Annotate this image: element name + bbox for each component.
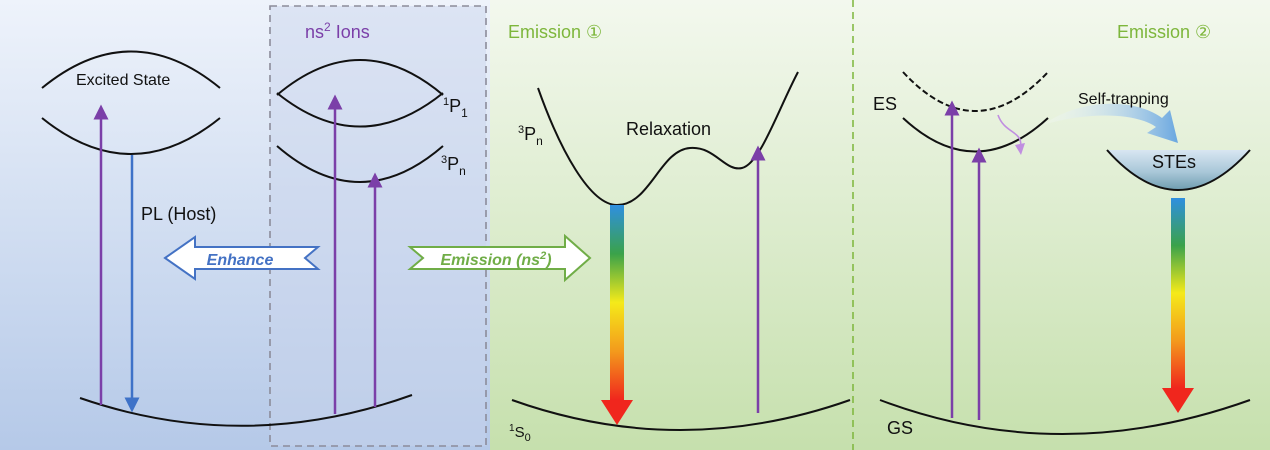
gs-label: GS — [887, 418, 913, 438]
p3-label: 3Pn — [441, 154, 466, 178]
ns2-ions-title: ns2 Ions — [305, 20, 370, 42]
ns2-ions-box-fill — [270, 6, 486, 446]
self-trapping-arrow — [1043, 103, 1178, 143]
p1-label: 1P1 — [443, 96, 468, 120]
emission1-rainbow-head — [601, 400, 633, 425]
p3-level-lower-curve — [276, 145, 444, 183]
emission2-rainbow-shaft — [1171, 198, 1185, 388]
enhance-label: Enhance — [207, 252, 274, 269]
es-upper-dashed-curve — [902, 71, 1049, 112]
emission-ns2-label: Emission (ns2) — [440, 250, 551, 269]
p1-level-lower-curve — [276, 92, 444, 128]
relaxation-label: Relaxation — [626, 119, 711, 139]
gs-ground-curve — [879, 399, 1251, 435]
emission2-rainbow-head — [1162, 388, 1194, 413]
enhance-arrow — [163, 235, 321, 281]
relaxation-wavy-arrowhead — [1015, 143, 1025, 155]
self-trapping-label: Self-trapping — [1078, 91, 1169, 108]
stes-label: STEs — [1152, 152, 1196, 172]
es-label: ES — [873, 94, 897, 114]
host-excited-curve-upper — [41, 50, 221, 89]
pl-host-label: PL (Host) — [141, 204, 216, 224]
emission1-title: Emission ① — [508, 22, 602, 42]
ste-well-curve — [1106, 149, 1251, 191]
emission2-title: Emission ② — [1117, 22, 1211, 42]
host-ground-curve — [79, 394, 413, 427]
excited-state-label: Excited State — [76, 72, 170, 89]
emission1-rainbow-shaft — [610, 205, 624, 400]
ns2-ions-box — [269, 5, 487, 447]
emission-background — [490, 0, 1270, 450]
p1-level-curve — [276, 59, 444, 96]
s0-label: 1S0 — [509, 423, 531, 444]
s0-ground-curve — [511, 399, 851, 431]
emission-ns2-arrow — [407, 233, 592, 283]
p3n-label: 3Pn — [518, 124, 543, 148]
host-background — [0, 0, 490, 450]
host-excited-curve-lower — [41, 117, 221, 155]
